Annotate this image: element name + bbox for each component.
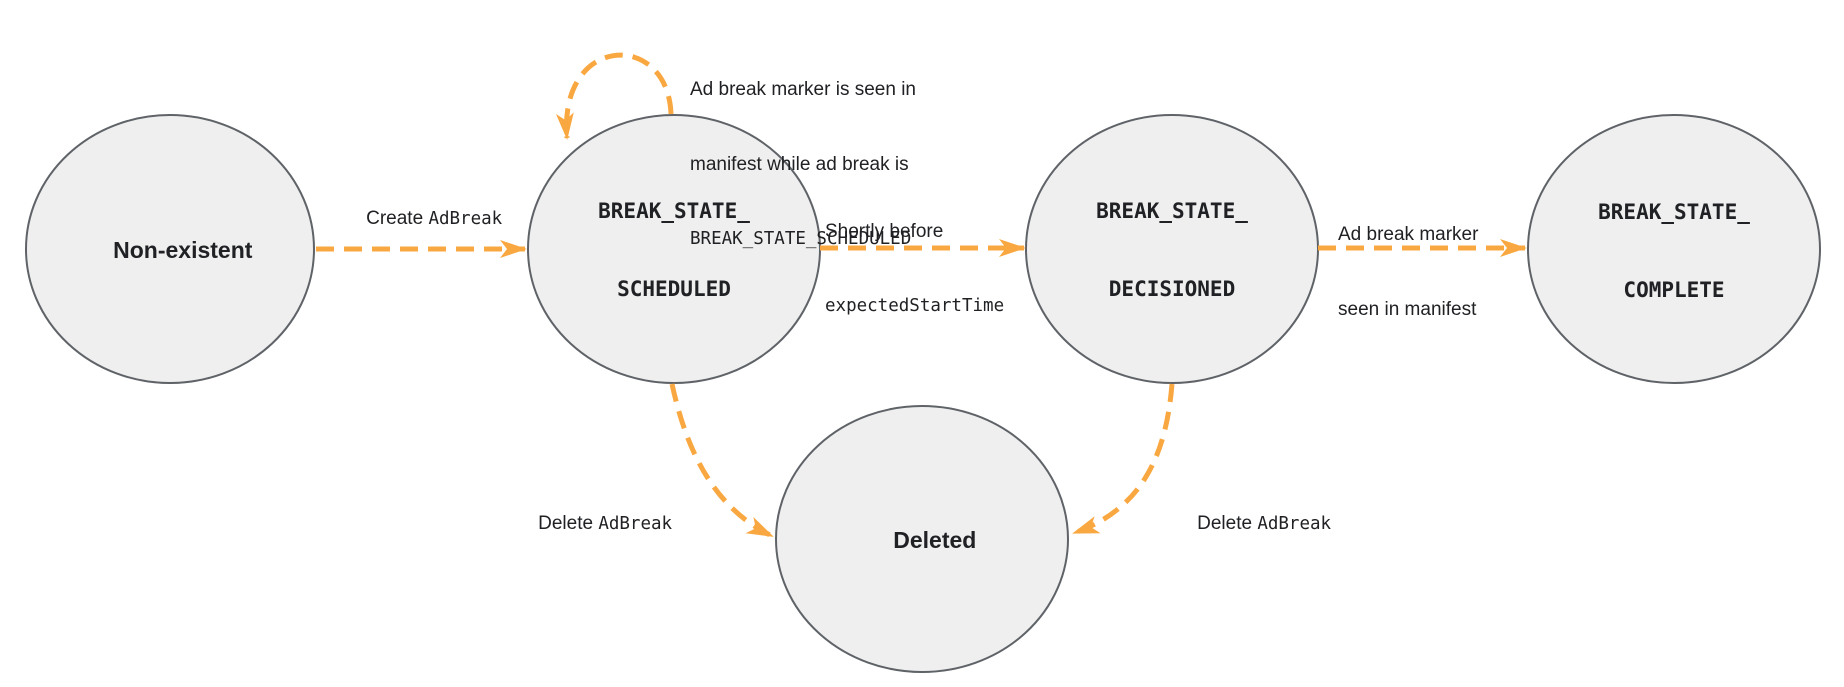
edge-label-delete-from-scheduled-text: Delete [538, 513, 599, 534]
node-deleted-text: Deleted [893, 527, 977, 553]
edge-label-create: Create AdBreak [345, 181, 502, 257]
edge-label-to-decisioned-line1: Shortly before [825, 221, 944, 242]
edge-label-create-text: Create [366, 208, 429, 229]
edge-delete-from-scheduled-arrow [669, 383, 774, 539]
node-complete-text-line2: COMPLETE [1623, 278, 1725, 302]
edge-label-to-complete-line1: Ad break marker [1338, 224, 1479, 245]
node-complete-circle [1527, 114, 1821, 384]
edge-label-delete-from-decisioned-code: AdBreak [1257, 514, 1332, 534]
node-non-existent-label: Non-existent [88, 208, 253, 292]
node-non-existent-text: Non-existent [113, 237, 253, 263]
node-deleted-circle [775, 405, 1069, 673]
node-complete-text-line1: BREAK_STATE_ [1598, 200, 1750, 224]
edge-label-delete-from-decisioned: Delete AdBreak [1176, 486, 1331, 562]
edge-label-to-decisioned: Shortly before expectedStartTime [825, 169, 1004, 369]
node-decisioned-text-line2: DECISIONED [1108, 277, 1236, 301]
edge-label-to-decisioned-code: expectedStartTime [825, 296, 1005, 316]
node-scheduled-text-line2: SCHEDULED [617, 277, 731, 301]
node-deleted-label: Deleted [868, 498, 977, 582]
node-scheduled-label: BREAK_STATE_ SCHEDULED [598, 146, 750, 354]
edge-label-self-loop: Ad break marker is seen in manifest whil… [690, 27, 916, 302]
edge-label-self-loop-code: BREAK_STATE_SCHEDULED [690, 229, 912, 249]
edge-label-create-code: AdBreak [428, 209, 503, 229]
edge-label-to-complete-line2: seen in manifest [1338, 299, 1477, 320]
edge-label-delete-from-scheduled: Delete AdBreak [517, 486, 672, 562]
edge-label-to-complete: Ad break marker seen in manifest [1338, 172, 1478, 372]
edge-label-delete-from-decisioned-text: Delete [1197, 513, 1258, 534]
edge-delete-from-decisioned-arrow [1072, 383, 1175, 536]
edge-label-delete-from-scheduled-code: AdBreak [598, 514, 673, 534]
node-non-existent-circle [25, 114, 315, 384]
node-decisioned-text-line1: BREAK_STATE_ [1096, 199, 1248, 223]
edge-label-self-loop-line2: manifest while ad break is [690, 154, 909, 175]
edge-self-loop-arrow [555, 52, 674, 140]
edge-label-self-loop-line1: Ad break marker is seen in [690, 79, 916, 100]
node-complete-label: BREAK_STATE_ COMPLETE [1598, 147, 1750, 355]
node-decisioned-label: BREAK_STATE_ DECISIONED [1096, 146, 1248, 354]
node-scheduled-text-line1: BREAK_STATE_ [598, 199, 750, 223]
